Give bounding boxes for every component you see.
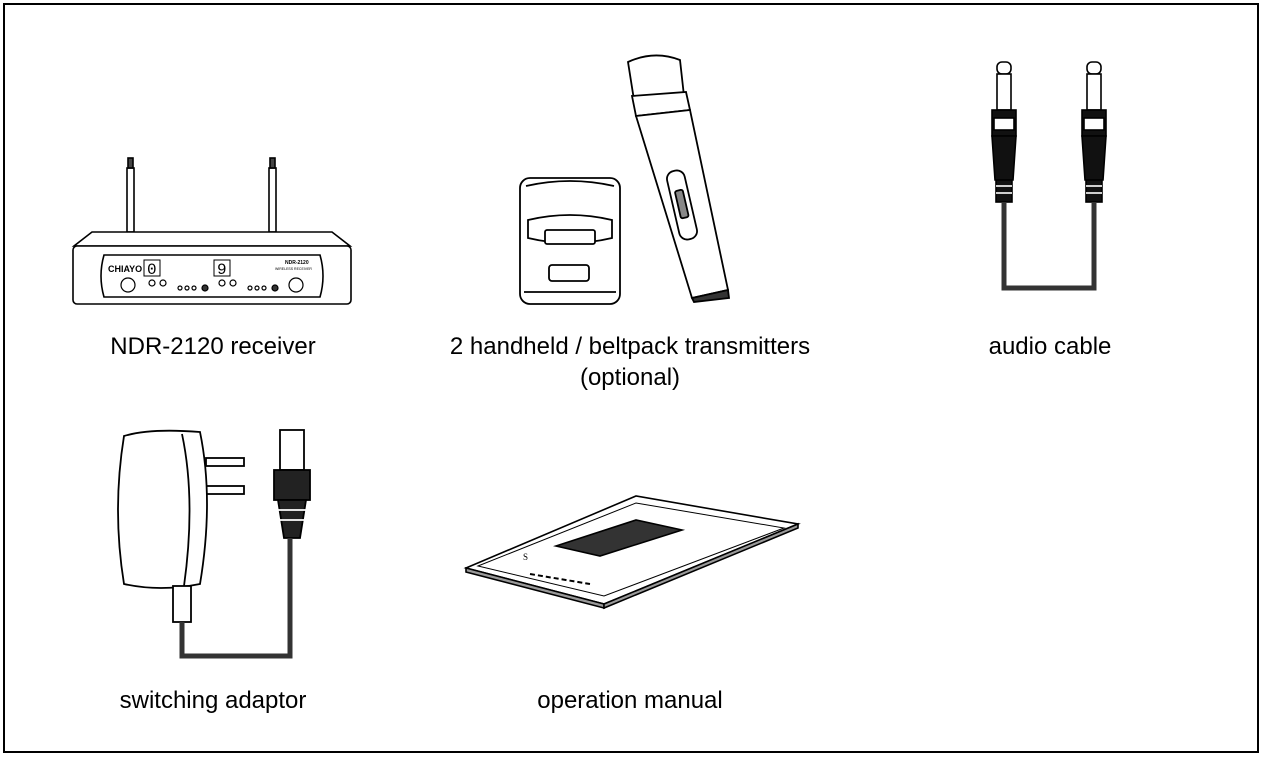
receiver-subtitle: WIRELESS RECEIVER (275, 267, 312, 271)
caption-adaptor-line: switching adaptor (119, 687, 307, 714)
caption-manual: operation manual (490, 685, 770, 716)
caption-transmitters-line2: (optional) (579, 364, 681, 391)
caption-receiver-line: NDR-2120 receiver (110, 333, 316, 360)
caption-adaptor: switching adaptor (70, 685, 356, 716)
caption-transmitters-line1: 2 handheld / beltpack transmitters (449, 333, 811, 360)
receiver-channel-a: 0 (147, 261, 157, 279)
caption-cable: audio cable (930, 331, 1170, 362)
page-frame (3, 3, 1259, 753)
caption-manual-line: operation manual (537, 687, 723, 714)
receiver-brand: CHIAYO (108, 264, 142, 274)
receiver-channel-b: 9 (217, 261, 227, 279)
receiver-model: NDR-2120 (285, 260, 309, 266)
caption-cable-line: audio cable (988, 333, 1112, 360)
caption-receiver: NDR-2120 receiver (60, 331, 366, 362)
caption-transmitters: 2 handheld / beltpack transmitters (opti… (416, 331, 844, 393)
manual-mark: S (523, 552, 528, 562)
